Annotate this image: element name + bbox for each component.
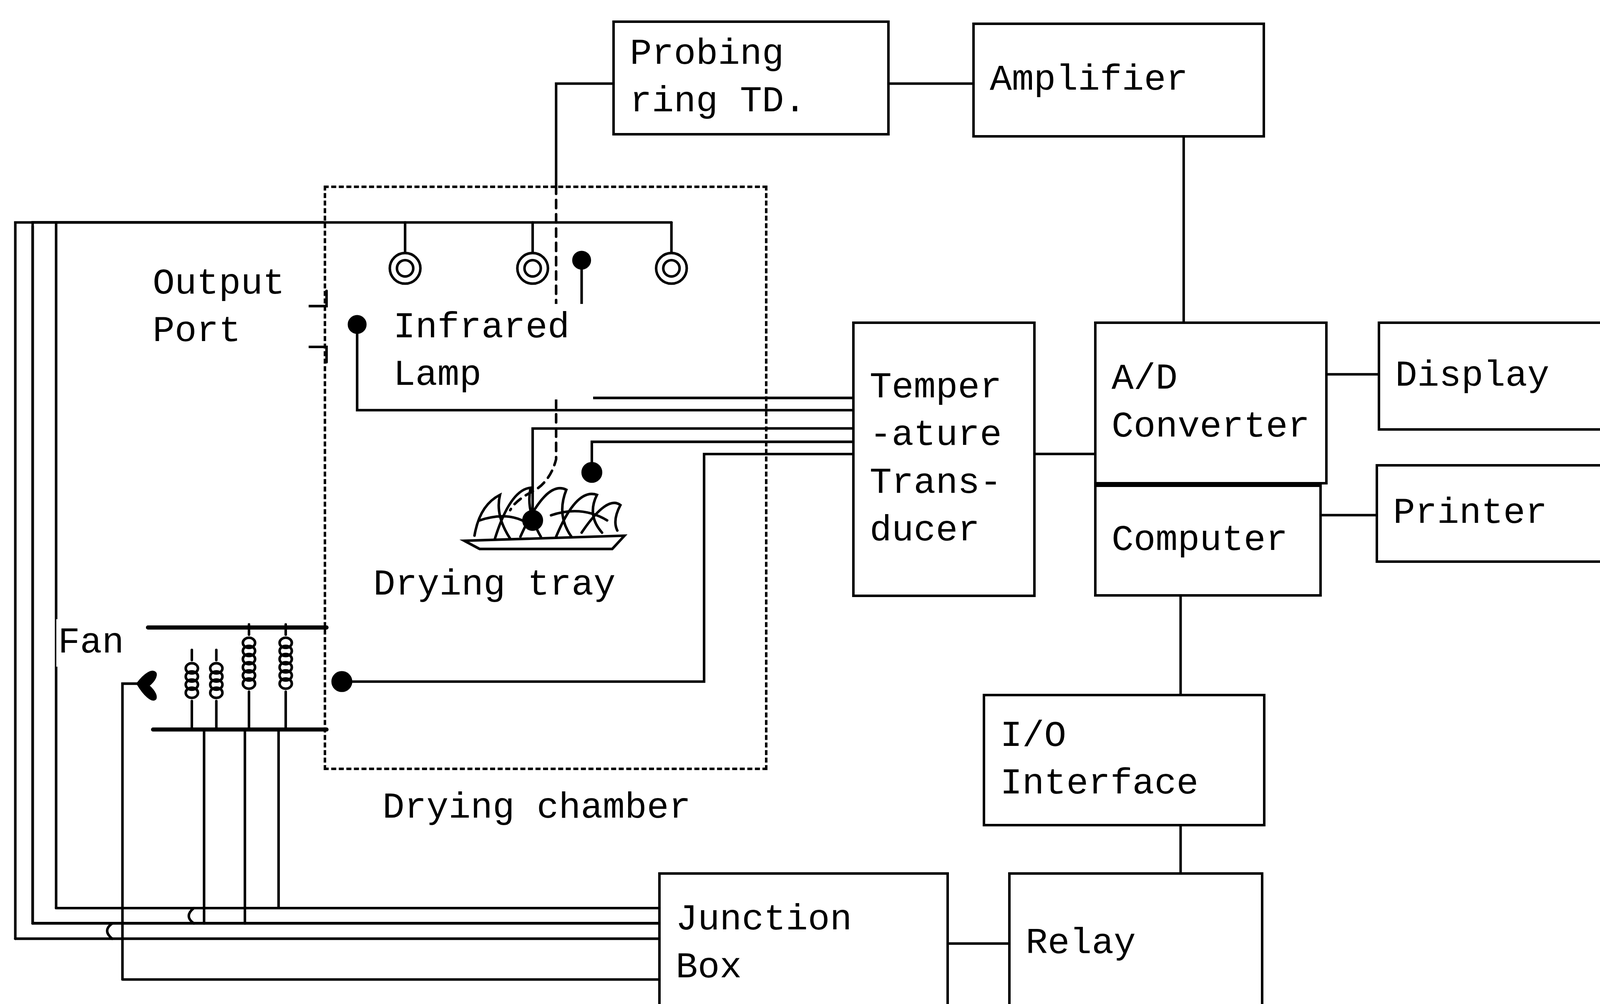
box-label: Relay xyxy=(1025,920,1136,968)
connector-line xyxy=(1182,137,1185,322)
coil-turn xyxy=(210,687,223,698)
sensor-wire xyxy=(591,442,853,473)
connector-line xyxy=(889,82,973,86)
box-label: Printer xyxy=(1393,489,1548,538)
infrared-lamp xyxy=(524,260,541,277)
display-box: Display xyxy=(1377,321,1600,431)
infrared-lamp xyxy=(397,260,414,277)
infrared-lamp xyxy=(517,253,548,284)
sensor-dot xyxy=(332,672,352,692)
port-label: Output Port xyxy=(150,260,309,356)
sensor-dot xyxy=(349,316,366,333)
coil-lead xyxy=(190,650,194,730)
infrared-lamp xyxy=(656,253,687,284)
connector-line xyxy=(1327,373,1378,376)
power-wire xyxy=(54,222,58,909)
computer-box: Computer xyxy=(1094,484,1322,597)
drying-tray xyxy=(464,535,625,550)
amplifier-box: Amplifier xyxy=(972,22,1266,138)
connector-line xyxy=(948,942,1009,946)
interface-box: I/O Interface xyxy=(982,694,1266,827)
converter-box: A/D Converter xyxy=(1094,321,1328,485)
box-label: Computer xyxy=(1111,516,1288,565)
sensor-dot xyxy=(573,251,590,269)
box-label: Display xyxy=(1395,352,1550,400)
connector-line xyxy=(1321,513,1376,517)
relay-box: Relay xyxy=(1008,872,1264,1004)
lamp-label: Infrared Lamp xyxy=(391,304,594,400)
sensor-wire xyxy=(342,454,853,682)
heater-coil xyxy=(185,624,292,730)
infrared-lamp xyxy=(389,253,421,284)
coil-turn xyxy=(185,687,198,698)
drying-material xyxy=(474,488,621,539)
printer-box: Printer xyxy=(1375,464,1600,564)
connector-line xyxy=(555,83,613,186)
fan-label: Fan xyxy=(56,619,126,667)
coil-turn xyxy=(279,678,292,689)
box-label: Junction Box xyxy=(675,896,866,992)
connector-line xyxy=(1179,826,1183,873)
box-label: A/D Converter xyxy=(1111,355,1311,451)
coil-lead xyxy=(284,624,287,730)
connector-line xyxy=(1179,596,1183,695)
power-wire xyxy=(56,907,659,910)
sensor-box: Probing ring TD. xyxy=(612,20,890,136)
infrared-lamp xyxy=(663,260,680,277)
sensor-dot xyxy=(582,463,602,482)
coil-lead xyxy=(247,624,251,730)
box-label: I/O Interface xyxy=(1000,712,1212,809)
heater-wire xyxy=(203,729,279,924)
sensor-wire xyxy=(581,260,852,398)
coil-lead xyxy=(215,650,218,730)
box-label: Drying chamber xyxy=(382,784,691,833)
drying-chamber: Drying chamber xyxy=(323,185,768,771)
coil-turn xyxy=(242,678,255,689)
heater-bar xyxy=(148,627,327,730)
box-label: Probing ring TD. xyxy=(629,30,828,126)
connector-line xyxy=(767,427,853,431)
power-wire xyxy=(15,222,672,939)
lamp-stem xyxy=(405,222,672,253)
box-label: Amplifier xyxy=(989,56,1188,104)
box-label: Temper -ature Trans- ducer xyxy=(869,364,1016,556)
tray-label: Drying tray xyxy=(371,561,618,609)
junction-box: Junction Box xyxy=(658,872,949,1004)
transducer-box: Temper -ature Trans- ducer xyxy=(852,321,1036,598)
fan-symbol xyxy=(137,672,156,700)
connector-line xyxy=(1035,452,1095,456)
